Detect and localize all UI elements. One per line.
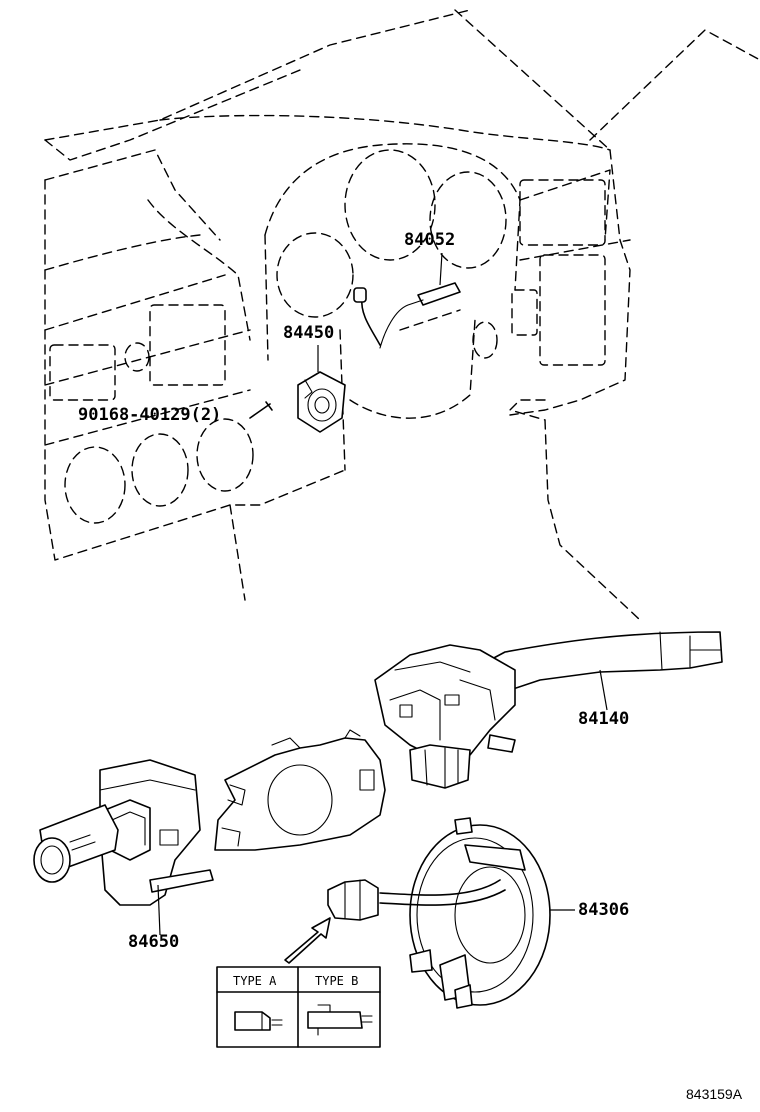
dashboard-outline <box>44 9 760 621</box>
switch-bracket-drawing <box>214 729 386 851</box>
type-a-label: TYPE A <box>233 974 277 988</box>
part-84140-drawing <box>374 631 723 789</box>
figure-code: 843159A <box>686 1086 743 1102</box>
part-label-84650: 84650 <box>128 932 180 952</box>
part-label-84052: 84052 <box>404 230 456 250</box>
connector-type-box <box>216 966 381 1048</box>
type-b-label: TYPE B <box>315 974 359 988</box>
part-84052-drawing <box>353 252 461 349</box>
part-84306-drawing <box>284 817 575 1009</box>
part-84650-drawing <box>33 759 214 936</box>
part-84450-drawing <box>249 345 346 433</box>
part-label-84140: 84140 <box>578 709 630 729</box>
part-label-84450: 84450 <box>283 323 335 343</box>
part-label-90168-40129: 90168-40129(2) <box>78 405 222 425</box>
part-label-84306: 84306 <box>578 900 630 920</box>
